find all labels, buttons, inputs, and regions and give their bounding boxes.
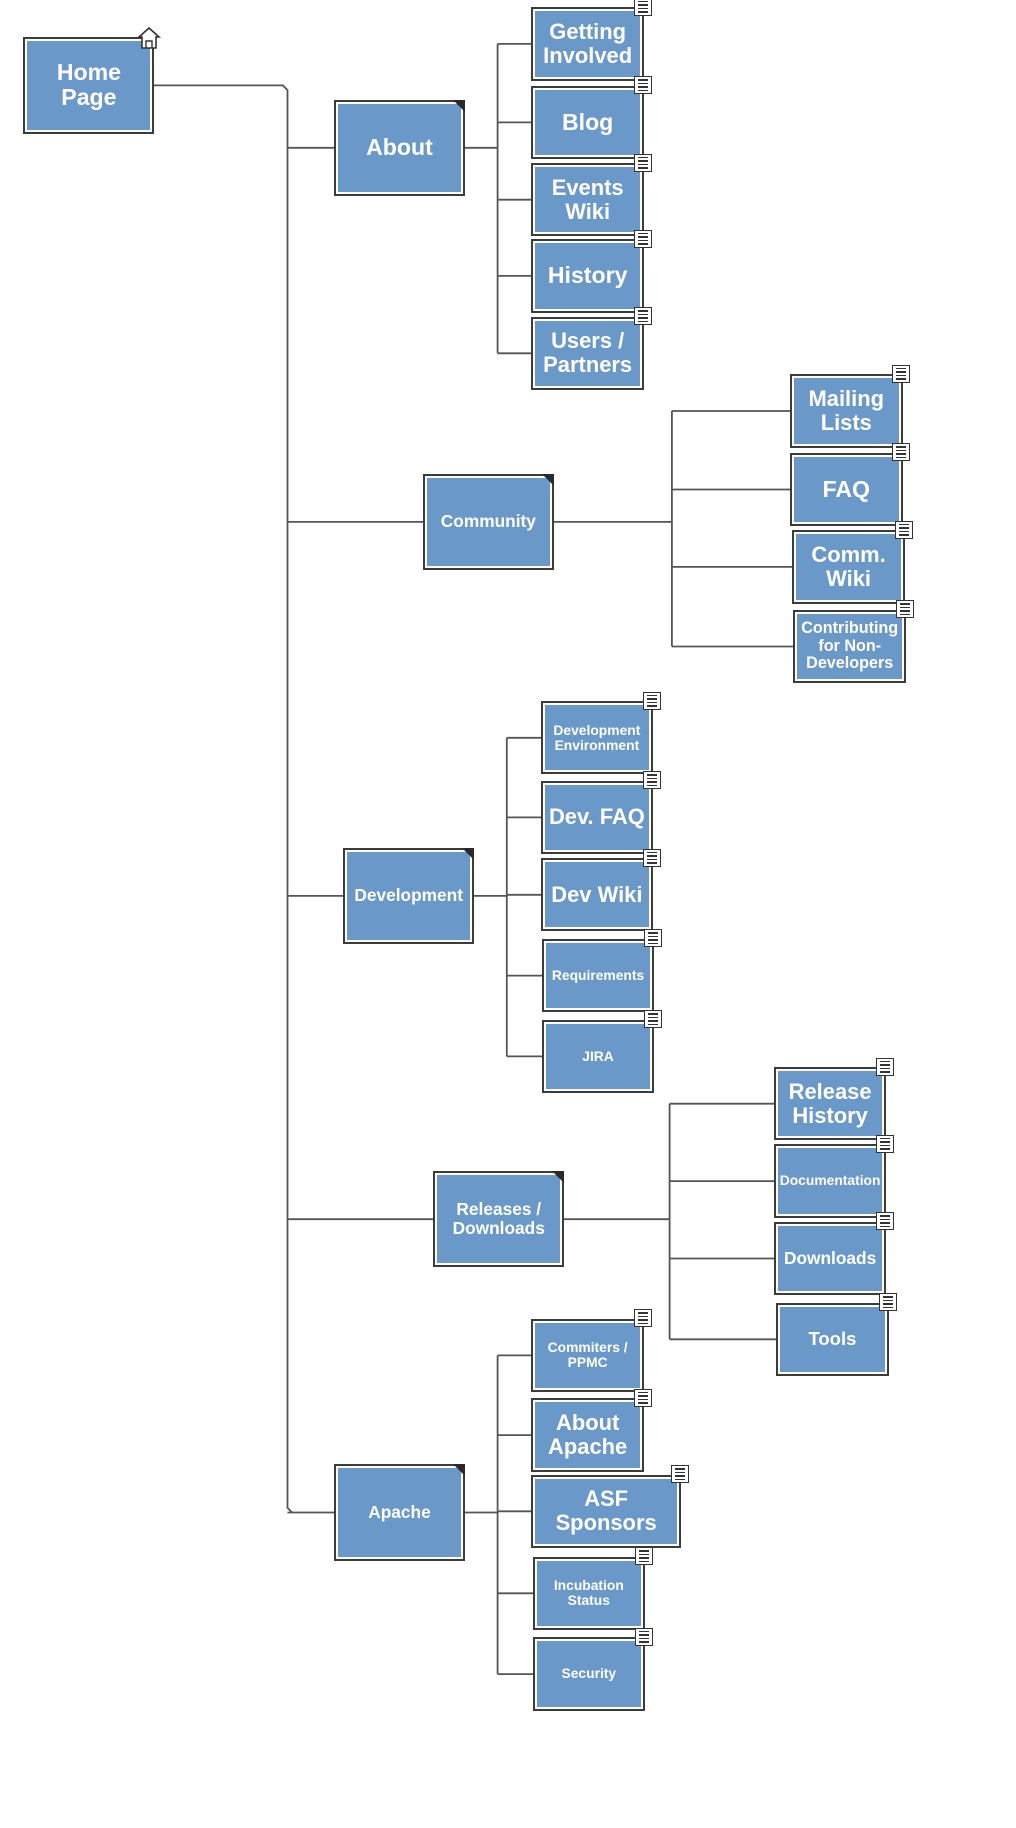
page-fold-icon <box>462 847 475 860</box>
section-community[interactable]: Community <box>422 473 554 571</box>
page-getting-involved[interactable]: Getting Involved <box>531 7 644 81</box>
page-jira[interactable]: JIRA <box>541 1019 655 1094</box>
page-contributing-for-non-developers-label: Contributing for Non- Developers <box>801 618 899 673</box>
trunk-connector <box>152 84 293 1514</box>
section-apache-label: Apache <box>368 1501 431 1522</box>
page-blog[interactable]: Blog <box>531 85 644 160</box>
page-security[interactable]: Security <box>532 1637 646 1711</box>
page-requirements[interactable]: Requirements <box>541 938 655 1013</box>
document-icon <box>633 76 652 95</box>
document-icon <box>633 1309 652 1328</box>
house-icon <box>136 25 162 56</box>
page-documentation[interactable]: Documentation <box>773 1144 887 1218</box>
page-fold-icon <box>541 473 554 486</box>
document-icon <box>876 1134 895 1153</box>
page-tools[interactable]: Tools <box>776 1302 889 1376</box>
page-security-label: Security <box>561 1665 617 1682</box>
page-users-partners-label: Users / Partners <box>543 328 633 378</box>
section-releases-downloads-label: Releases / Downloads <box>452 1199 545 1239</box>
page-events-wiki-label: Events Wiki <box>551 174 624 224</box>
section-apache[interactable]: Apache <box>333 1464 465 1561</box>
page-dev-faq-label: Dev. FAQ <box>548 804 645 830</box>
document-icon <box>635 1627 653 1646</box>
document-icon <box>635 1547 653 1566</box>
section-community-label: Community <box>440 511 536 532</box>
section-about-label: About <box>366 134 433 161</box>
document-icon <box>892 443 911 462</box>
page-fold-icon <box>452 99 465 112</box>
page-faq[interactable]: FAQ <box>790 452 903 527</box>
page-blog-label: Blog <box>562 108 614 135</box>
home-page-node-label: Home Page <box>56 59 121 111</box>
page-development-environment-label: Development Environment <box>553 721 641 753</box>
document-icon <box>644 1010 663 1029</box>
page-asf-sponsors[interactable]: ASF Sponsors <box>531 1474 681 1548</box>
document-icon <box>643 771 662 790</box>
section-about[interactable]: About <box>333 99 465 196</box>
page-jira-label: JIRA <box>582 1047 614 1064</box>
page-release-history[interactable]: Release History <box>773 1067 887 1141</box>
document-icon <box>643 848 662 867</box>
document-icon <box>878 1293 897 1312</box>
page-comm-wiki-label: Comm. Wiki <box>811 541 886 591</box>
page-contributing-for-non-developers[interactable]: Contributing for Non- Developers <box>793 609 906 684</box>
page-development-environment[interactable]: Development Environment <box>540 701 654 775</box>
document-icon <box>633 307 652 326</box>
page-release-history-label: Release History <box>788 1078 872 1128</box>
page-faq-label: FAQ <box>822 475 870 502</box>
page-asf-sponsors-label: ASF Sponsors <box>555 1486 657 1536</box>
document-icon <box>876 1212 895 1231</box>
page-getting-involved-label: Getting Involved <box>543 18 633 68</box>
document-icon <box>633 0 652 16</box>
page-history-label: History <box>547 262 628 289</box>
document-icon <box>643 691 662 710</box>
page-mailing-lists-label: Mailing Lists <box>808 385 885 435</box>
page-comm-wiki[interactable]: Comm. Wiki <box>792 530 905 604</box>
section-development-label: Development <box>354 885 464 906</box>
page-history[interactable]: History <box>531 239 644 313</box>
page-incubation-status[interactable]: Incubation Status <box>532 1556 646 1630</box>
page-downloads[interactable]: Downloads <box>773 1221 887 1296</box>
page-dev-wiki-label: Dev Wiki <box>551 881 643 907</box>
page-commiters-ppmc-label: Commiters / PPMC <box>547 1339 628 1371</box>
page-users-partners[interactable]: Users / Partners <box>531 316 644 390</box>
document-icon <box>633 229 652 248</box>
home-page-node[interactable]: Home Page <box>23 37 155 134</box>
page-about-apache[interactable]: About Apache <box>531 1398 644 1472</box>
page-documentation-label: Documentation <box>779 1172 881 1189</box>
document-icon <box>895 600 914 619</box>
page-dev-faq[interactable]: Dev. FAQ <box>540 780 654 855</box>
document-icon <box>644 929 663 948</box>
page-dev-wiki[interactable]: Dev Wiki <box>540 858 654 932</box>
page-incubation-status-label: Incubation Status <box>553 1577 624 1609</box>
page-downloads-label: Downloads <box>783 1247 877 1268</box>
section-releases-downloads[interactable]: Releases / Downloads <box>433 1171 565 1268</box>
page-tools-label: Tools <box>808 1328 857 1350</box>
page-fold-icon <box>552 1171 565 1184</box>
document-icon <box>876 1057 895 1076</box>
page-mailing-lists[interactable]: Mailing Lists <box>790 374 903 448</box>
document-icon <box>892 364 911 383</box>
document-icon <box>894 520 913 539</box>
page-events-wiki[interactable]: Events Wiki <box>531 163 644 237</box>
document-icon <box>633 1388 652 1407</box>
document-icon <box>633 153 652 172</box>
page-fold-icon <box>452 1464 465 1477</box>
page-commiters-ppmc[interactable]: Commiters / PPMC <box>531 1318 644 1393</box>
page-requirements-label: Requirements <box>551 966 645 983</box>
section-development[interactable]: Development <box>343 847 475 945</box>
document-icon <box>670 1465 689 1484</box>
page-about-apache-label: About Apache <box>548 1409 628 1460</box>
